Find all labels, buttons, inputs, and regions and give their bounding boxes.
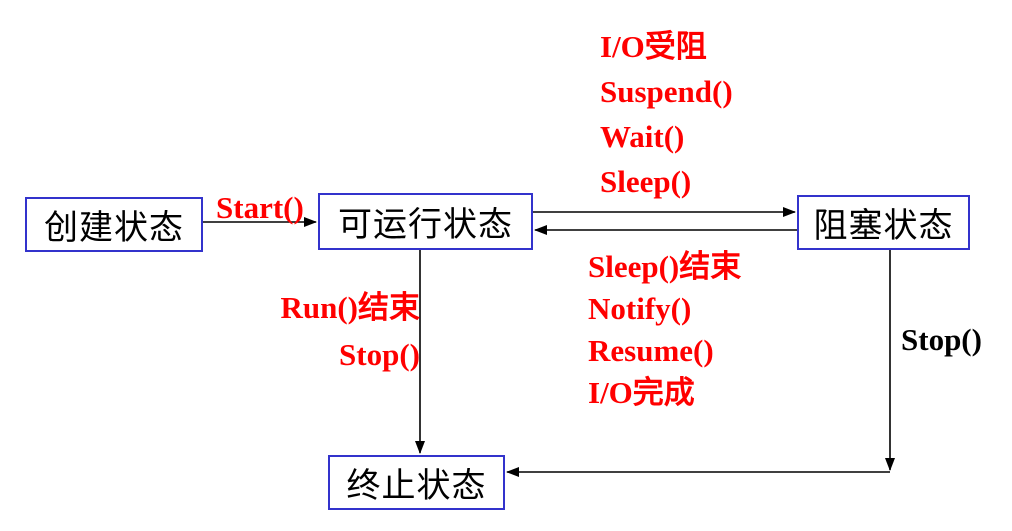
- condition-line: Wait(): [600, 119, 685, 154]
- edge-labels-runnable-to-blocked: I/O受阻 Suspend() Wait() Sleep(): [600, 24, 733, 204]
- state-label-runnable: 可运行状态: [338, 207, 513, 244]
- condition-line: Sleep()结束: [588, 249, 742, 284]
- state-node-terminated: 终止状态: [328, 455, 505, 510]
- edge-labels-blocked-to-runnable: Sleep()结束 Notify() Resume() I/O完成: [588, 246, 741, 414]
- state-node-runnable: 可运行状态: [318, 193, 533, 250]
- state-node-blocked: 阻塞状态: [797, 195, 970, 250]
- condition-line: Resume(): [588, 333, 714, 368]
- condition-line: I/O完成: [588, 375, 695, 410]
- state-label-terminated: 终止状态: [346, 468, 487, 505]
- edge-label-start: Start(): [216, 190, 304, 225]
- state-node-create: 创建状态: [25, 197, 203, 252]
- edge-labels-runnable-to-terminated: Run()结束 Stop(): [238, 284, 420, 378]
- condition-line: I/O受阻: [600, 29, 707, 64]
- condition-line: Sleep(): [600, 164, 692, 199]
- condition-line: Suspend(): [600, 74, 733, 109]
- edge-label-stop-blocked-to-terminated: Stop(): [901, 322, 982, 357]
- condition-line: Stop(): [339, 337, 420, 372]
- condition-line: Run()结束: [280, 290, 420, 325]
- condition-line: Notify(): [588, 291, 692, 326]
- state-label-create: 创建状态: [44, 210, 184, 247]
- state-label-blocked: 阻塞状态: [813, 208, 954, 245]
